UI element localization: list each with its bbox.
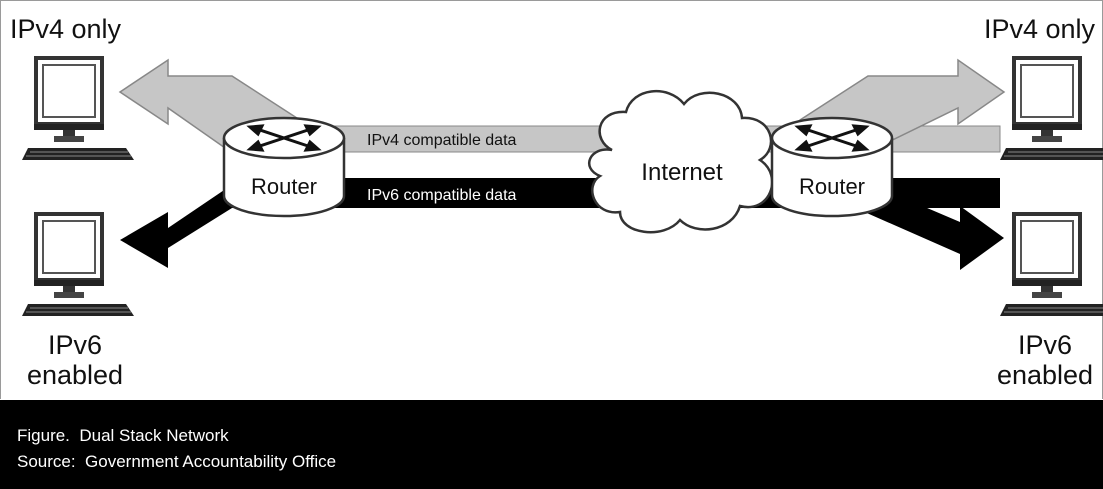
ipv4-band-label: IPv4 compatible data — [367, 132, 517, 149]
source-caption: Source: Government Accountability Office — [17, 452, 337, 471]
right-top-label: IPv4 only — [984, 14, 1096, 44]
caption-bar: Figure. Dual Stack Network Source: Gover… — [0, 400, 1103, 489]
left-bottom-label-line1: IPv6 — [47, 330, 103, 360]
left-bottom-label-line2: enabled — [26, 360, 124, 390]
right-bottom-label-line1: IPv6 — [1017, 330, 1073, 360]
computer-ipv4-left-icon — [20, 56, 136, 162]
router-crossed-arrows-icon — [794, 124, 870, 152]
internet-label: Internet — [641, 159, 723, 186]
left-top-label: IPv4 only — [10, 14, 122, 44]
computer-ipv4-right-icon — [998, 56, 1103, 162]
right-router — [770, 116, 894, 218]
right-bottom-label: IPv6 enabled — [990, 330, 1100, 390]
right-bottom-label-line2: enabled — [996, 360, 1094, 390]
right-router-label: Router — [799, 174, 865, 199]
left-router-label: Router — [251, 174, 317, 199]
left-bottom-label: IPv6 enabled — [20, 330, 130, 390]
computer-ipv6-right-icon — [998, 212, 1103, 318]
dual-stack-diagram: IPv4 compatible data IPv6 compatible dat… — [20, 56, 1103, 318]
ipv6-band-label: IPv6 compatible data — [367, 187, 517, 204]
left-router — [222, 116, 346, 218]
computer-ipv6-left-icon — [20, 212, 136, 318]
router-crossed-arrows-icon — [246, 124, 322, 152]
figure-caption: Figure. Dual Stack Network — [17, 426, 229, 445]
